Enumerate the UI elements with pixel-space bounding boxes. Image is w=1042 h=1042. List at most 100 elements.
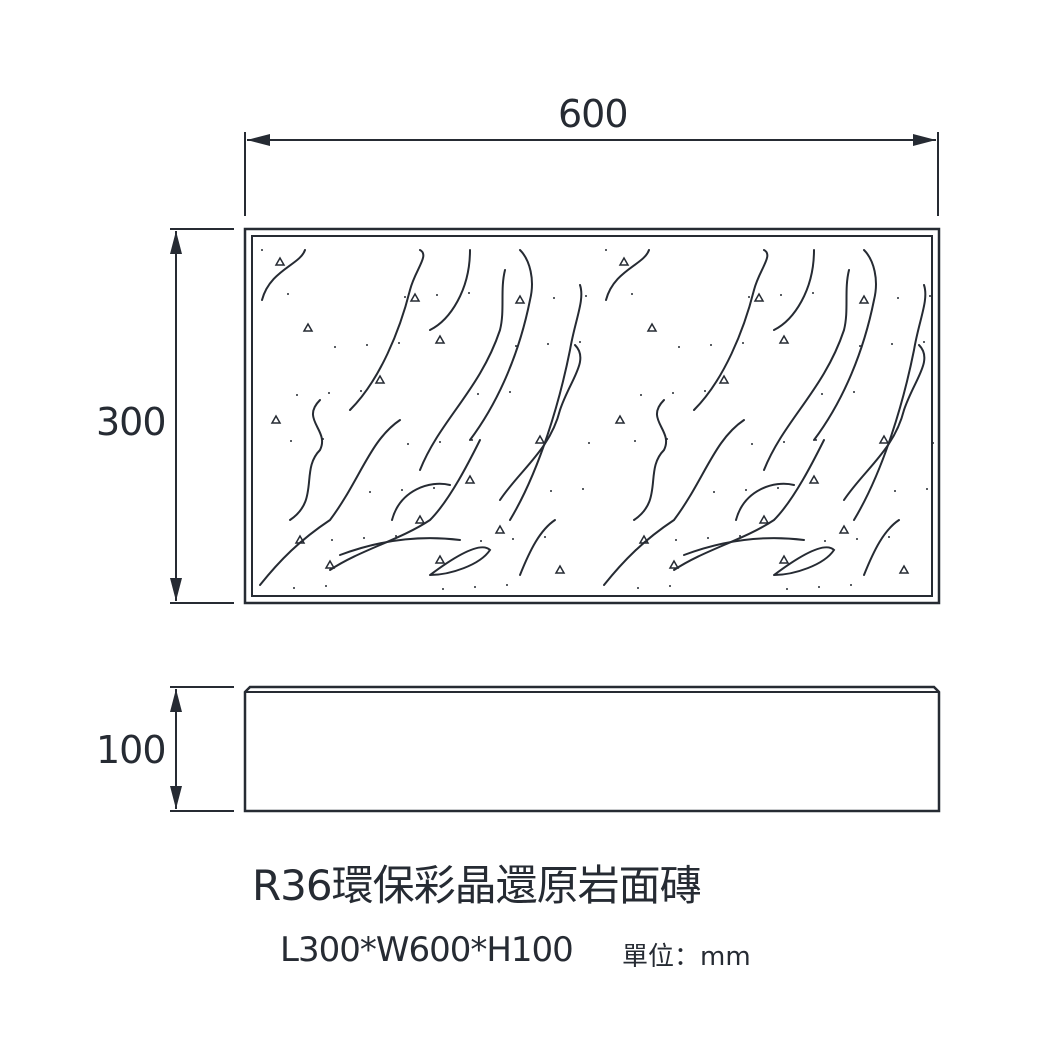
texture-triangle (718, 374, 730, 384)
texture-triangle (324, 559, 336, 569)
texture-triangle (434, 554, 446, 564)
texture-dot (585, 295, 587, 297)
texture-dot (363, 537, 365, 539)
texture-dot (296, 394, 298, 396)
texture-triangle (274, 256, 286, 266)
texture-vein (843, 344, 926, 501)
texture-vein (673, 439, 825, 571)
texture-dot (859, 345, 861, 347)
texture-dot (579, 341, 581, 343)
texture-dot (328, 392, 330, 394)
texture-vein (419, 269, 506, 471)
texture-triangle (374, 374, 386, 384)
texture-dot (322, 438, 324, 440)
texture-vein (813, 249, 877, 441)
texture-dot (634, 440, 636, 442)
texture-vein (429, 546, 492, 576)
texture-dot (777, 487, 779, 489)
texture-triangle (758, 514, 770, 524)
texture-triangle (534, 434, 546, 444)
texture-dot (678, 346, 680, 348)
texture-dot (923, 341, 925, 343)
texture-dot (553, 297, 555, 299)
texture-dot (742, 342, 744, 344)
texture-dot (669, 585, 671, 587)
texture-dot (710, 344, 712, 346)
texture-dot (407, 443, 409, 445)
texture-vein (391, 482, 451, 521)
texture-dot (675, 539, 677, 541)
texture-dot (325, 585, 327, 587)
texture-dot (474, 586, 476, 588)
texture-dot (672, 392, 674, 394)
product-title: R36環保彩晶還原岩面磚 (252, 861, 702, 910)
texture-dot (509, 391, 511, 393)
texture-vein (339, 537, 461, 556)
texture-dot (471, 439, 473, 441)
texture-vein (763, 269, 850, 471)
texture-vein (773, 546, 836, 576)
top-view-outer (243, 227, 941, 605)
texture-vein (603, 419, 745, 586)
texture-triangle (778, 334, 790, 344)
texture-dot (926, 488, 928, 490)
texture-dot (888, 536, 890, 538)
texture-dot (404, 296, 406, 298)
texture-dot (821, 393, 823, 395)
texture-dot (897, 297, 899, 299)
texture-dot (856, 538, 858, 540)
texture-dot (745, 489, 747, 491)
texture-dot (439, 441, 441, 443)
texture-dot (436, 294, 438, 296)
thickness-label: 100 (96, 728, 167, 772)
texture-dot (331, 539, 333, 541)
texture-dot (433, 487, 435, 489)
texture-dot (739, 535, 741, 537)
texture-dot (582, 488, 584, 490)
texture-dot (395, 535, 397, 537)
texture-triangle (270, 414, 282, 424)
texture-dot (550, 490, 552, 492)
texture-dot (468, 292, 470, 294)
texture-dot (287, 293, 289, 295)
texture-triangle (898, 564, 910, 574)
texture-dot (290, 440, 292, 442)
texture-dot (401, 489, 403, 491)
texture-dot (293, 587, 295, 589)
texture-triangle (414, 514, 426, 524)
texture-dot (707, 537, 709, 539)
top-view-inner (251, 235, 933, 597)
texture-triangle (514, 294, 526, 304)
texture-vein (499, 344, 582, 501)
unit-label: 單位：mm (622, 942, 751, 972)
texture-dot (786, 588, 788, 590)
side-view (243, 685, 941, 813)
texture-vein (605, 249, 650, 301)
texture-vein (429, 249, 471, 331)
texture-dot (713, 491, 715, 493)
arrowheads (170, 134, 936, 809)
texture-dot (605, 249, 607, 251)
texture-triangle (554, 564, 566, 574)
texture-dot (515, 345, 517, 347)
texture-triangle (878, 434, 890, 444)
texture-triangle (668, 559, 680, 569)
texture-triangle (778, 554, 790, 564)
texture-dot (480, 540, 482, 542)
texture-triangle (494, 524, 506, 534)
texture-dot (780, 294, 782, 296)
texture-vein (261, 249, 306, 301)
texture-dot (815, 439, 817, 441)
texture-triangle (464, 474, 476, 484)
texture-vein (259, 419, 401, 586)
texture-triangle (808, 474, 820, 484)
texture-dot (818, 586, 820, 588)
texture-vein (329, 439, 481, 571)
texture-vein (633, 399, 667, 521)
texture-dot (544, 536, 546, 538)
texture-dot (334, 346, 336, 348)
texture-dot (850, 584, 852, 586)
texture-triangle (302, 322, 314, 332)
texture-dot (929, 295, 931, 297)
